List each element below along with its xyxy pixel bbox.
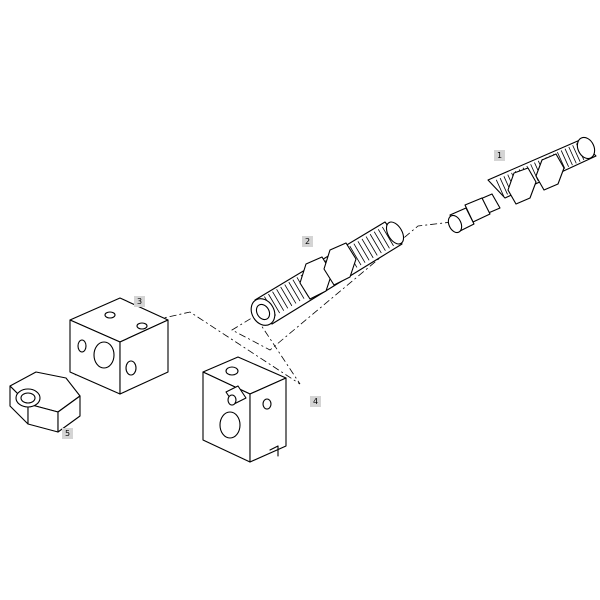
thread-ridge [349,245,362,266]
part-3-mounting-block [69,297,169,395]
thread-ridge [268,293,281,314]
thread-ridge [288,281,301,302]
callout-1: 1 [494,150,505,161]
thread-ridge [284,284,297,304]
thread-ridge [495,179,505,197]
part-1-shock-absorber [447,136,597,234]
thread-ridge [272,291,285,311]
thread-ridge [280,286,293,307]
thread-ridge [365,236,378,256]
thread-ridge [369,233,382,254]
thread-ridge [276,289,289,309]
callout-4: 4 [310,396,321,407]
thread-ridge [361,238,374,259]
thread-ridge [357,241,370,261]
part-5-hex-nut [9,371,81,433]
thread-ridge [564,148,573,166]
callout-3: 3 [134,296,145,307]
thread-ridge [353,243,366,263]
thread-ridge [557,151,566,169]
thread-ridge [560,150,569,168]
callout-2: 2 [302,236,313,247]
thread-ridge [292,279,305,299]
thread-ridge [499,177,508,195]
thread-ridge [572,145,581,162]
thread-ridge [568,146,577,164]
thread-ridge [377,229,390,249]
thread-ridge [373,231,386,251]
part-2-threaded-sleeve [250,221,405,326]
callout-5: 5 [62,428,73,439]
thread-ridge [381,226,394,247]
part-4-clamping-block [202,356,287,463]
